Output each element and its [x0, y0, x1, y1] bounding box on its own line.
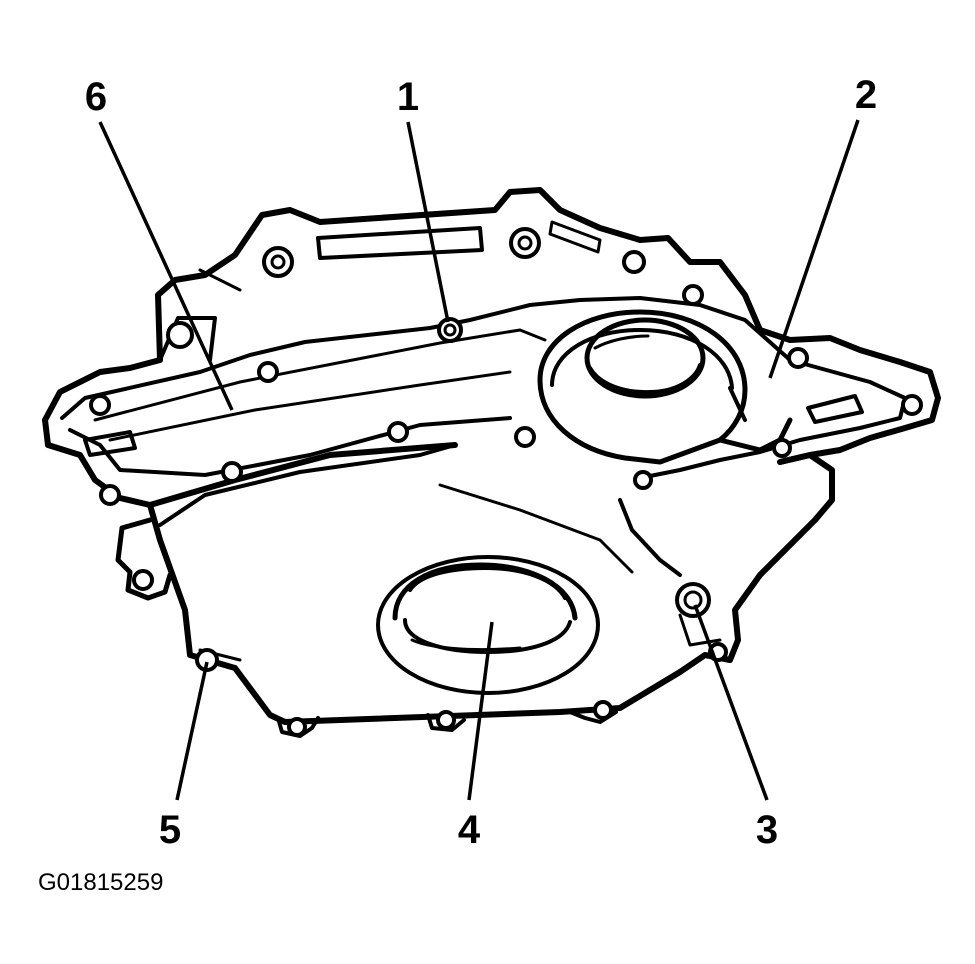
figure-id: G01815259	[38, 869, 163, 896]
leader-line-6	[98, 121, 234, 411]
leader-line-4	[467, 621, 494, 801]
leader-line-1	[406, 121, 450, 323]
callout-1: 1	[397, 75, 419, 119]
bolt-holes	[89, 227, 923, 506]
leader-line-5	[175, 661, 209, 801]
callout-3: 3	[756, 808, 778, 852]
callout-numbers: 1 2 3 4 5 6	[85, 73, 877, 852]
leader-line-3	[693, 604, 769, 801]
leader-lines	[98, 119, 860, 801]
callout-4: 4	[458, 808, 481, 852]
crankshaft-front-seal	[376, 555, 600, 695]
water-pump-housing	[537, 309, 793, 465]
leader-line-2	[768, 119, 860, 379]
callout-5: 5	[159, 808, 181, 852]
callout-6: 6	[85, 75, 107, 119]
callout-2: 2	[855, 73, 877, 117]
front-cover-body	[115, 443, 835, 738]
upper-cover-plate	[42, 187, 941, 508]
